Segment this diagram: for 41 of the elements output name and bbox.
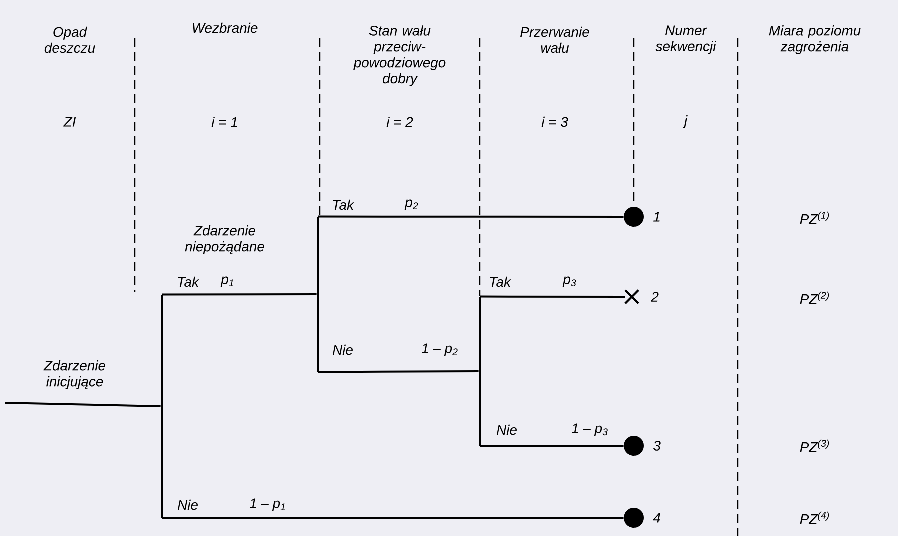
label: PZ$^{(3)}$ bbox=[800, 440, 830, 452]
label: Wezbranie bbox=[193, 22, 258, 34]
branch-line bbox=[162, 517, 624, 520]
label: Opad deszczu bbox=[44, 26, 96, 54]
label: PZ$^{(4)}$ bbox=[800, 512, 830, 524]
label: Zdarzenie niepożądane bbox=[185, 226, 264, 254]
label: Tak bbox=[178, 276, 200, 288]
sequence-number: 3 bbox=[654, 441, 661, 451]
branch-line bbox=[480, 445, 624, 448]
end-dot bbox=[624, 207, 644, 227]
label: PZ$^{(1)}$ bbox=[800, 212, 830, 224]
label: p$_{3}$ bbox=[562, 276, 576, 288]
sequence-number: 4 bbox=[653, 513, 660, 523]
label: j bbox=[682, 116, 688, 128]
cross-mark bbox=[624, 289, 640, 305]
branch-line bbox=[4, 402, 161, 408]
end-dot bbox=[624, 436, 644, 456]
label: i = 3 bbox=[542, 116, 568, 128]
label: Nie bbox=[496, 424, 517, 436]
label: i = 1 bbox=[212, 116, 238, 128]
label: Nie bbox=[178, 500, 198, 510]
sequence-number: 1 bbox=[654, 212, 660, 222]
label: PZ$^{(2)}$ bbox=[800, 292, 830, 304]
label: ZI bbox=[64, 117, 76, 127]
end-dot bbox=[624, 508, 644, 528]
sequence-number: 2 bbox=[651, 292, 659, 302]
label: Miara poziomu zagrożenia bbox=[769, 26, 861, 54]
label: Nie bbox=[332, 344, 353, 356]
label: Numer sekwencji bbox=[656, 26, 717, 54]
label: Tak bbox=[333, 200, 355, 210]
label: p$_{2}$ bbox=[404, 200, 418, 210]
label: Przerwanie wału bbox=[520, 26, 590, 54]
branch-line bbox=[318, 370, 479, 374]
label: p$_{1}$ bbox=[220, 276, 234, 288]
branch-line bbox=[162, 294, 317, 296]
label: Tak bbox=[490, 276, 512, 288]
label: Stan wału przeciw- powodziowego dobry bbox=[354, 26, 446, 86]
label: 1 – p$_{1}$ bbox=[250, 498, 286, 512]
label: i = 2 bbox=[386, 116, 414, 128]
branch-line bbox=[480, 296, 626, 298]
branch-line bbox=[318, 216, 624, 218]
